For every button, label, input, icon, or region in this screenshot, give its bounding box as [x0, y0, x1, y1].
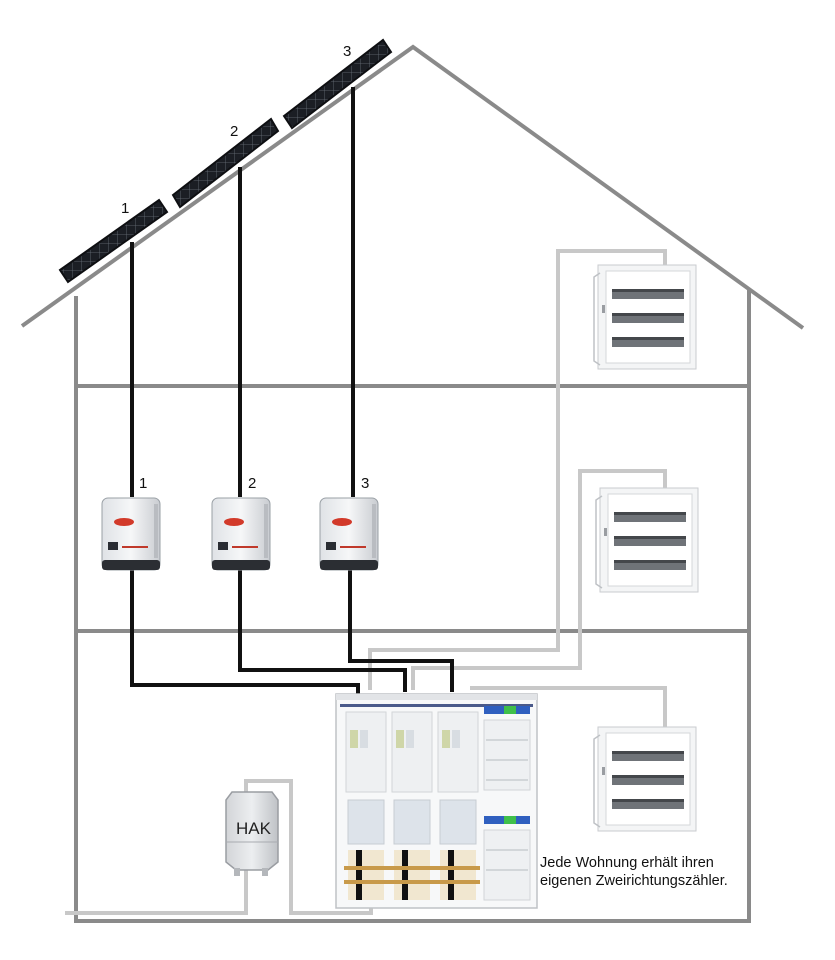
- solar-panel-1: [58, 198, 169, 284]
- solar-panel-3: [282, 38, 393, 130]
- panel-2-label: 2: [230, 123, 238, 140]
- panel-1-label: 1: [121, 200, 129, 217]
- meter-note-line-1: Jede Wohnung erhält ihren: [540, 855, 714, 871]
- meter-note: Jede Wohnung erhält ihren eigenen Zweiri…: [540, 854, 800, 890]
- meter-cabinet: [335, 693, 538, 909]
- hak-label: HAK: [236, 819, 272, 838]
- dc-cables: [130, 87, 454, 695]
- inverter-2: [211, 497, 271, 571]
- meter-column-4: [483, 706, 531, 901]
- solar-panel-2: [171, 117, 280, 209]
- house-outline: [20, 44, 805, 923]
- inverter-2-label: 2: [248, 475, 256, 492]
- inverter-3: [319, 497, 379, 571]
- inverter-1-label: 1: [139, 475, 147, 492]
- meter-column-3: [437, 711, 479, 900]
- panel-3-label: 3: [343, 43, 351, 60]
- apartment-distribution-board-top: [593, 264, 697, 370]
- apartment-distribution-board-middle: [595, 487, 699, 593]
- apartment-distribution-board-bottom: [593, 726, 697, 832]
- meter-column-2: [391, 711, 433, 900]
- inverter-1: [101, 497, 161, 571]
- meter-note-line-2: eigenen Zweirichtungszähler.: [540, 873, 728, 889]
- ac-cables: [65, 249, 667, 915]
- meter-column-1: [345, 711, 387, 900]
- hak-house-connection-box: HAK: [225, 791, 279, 876]
- inverter-3-label: 3: [361, 475, 369, 492]
